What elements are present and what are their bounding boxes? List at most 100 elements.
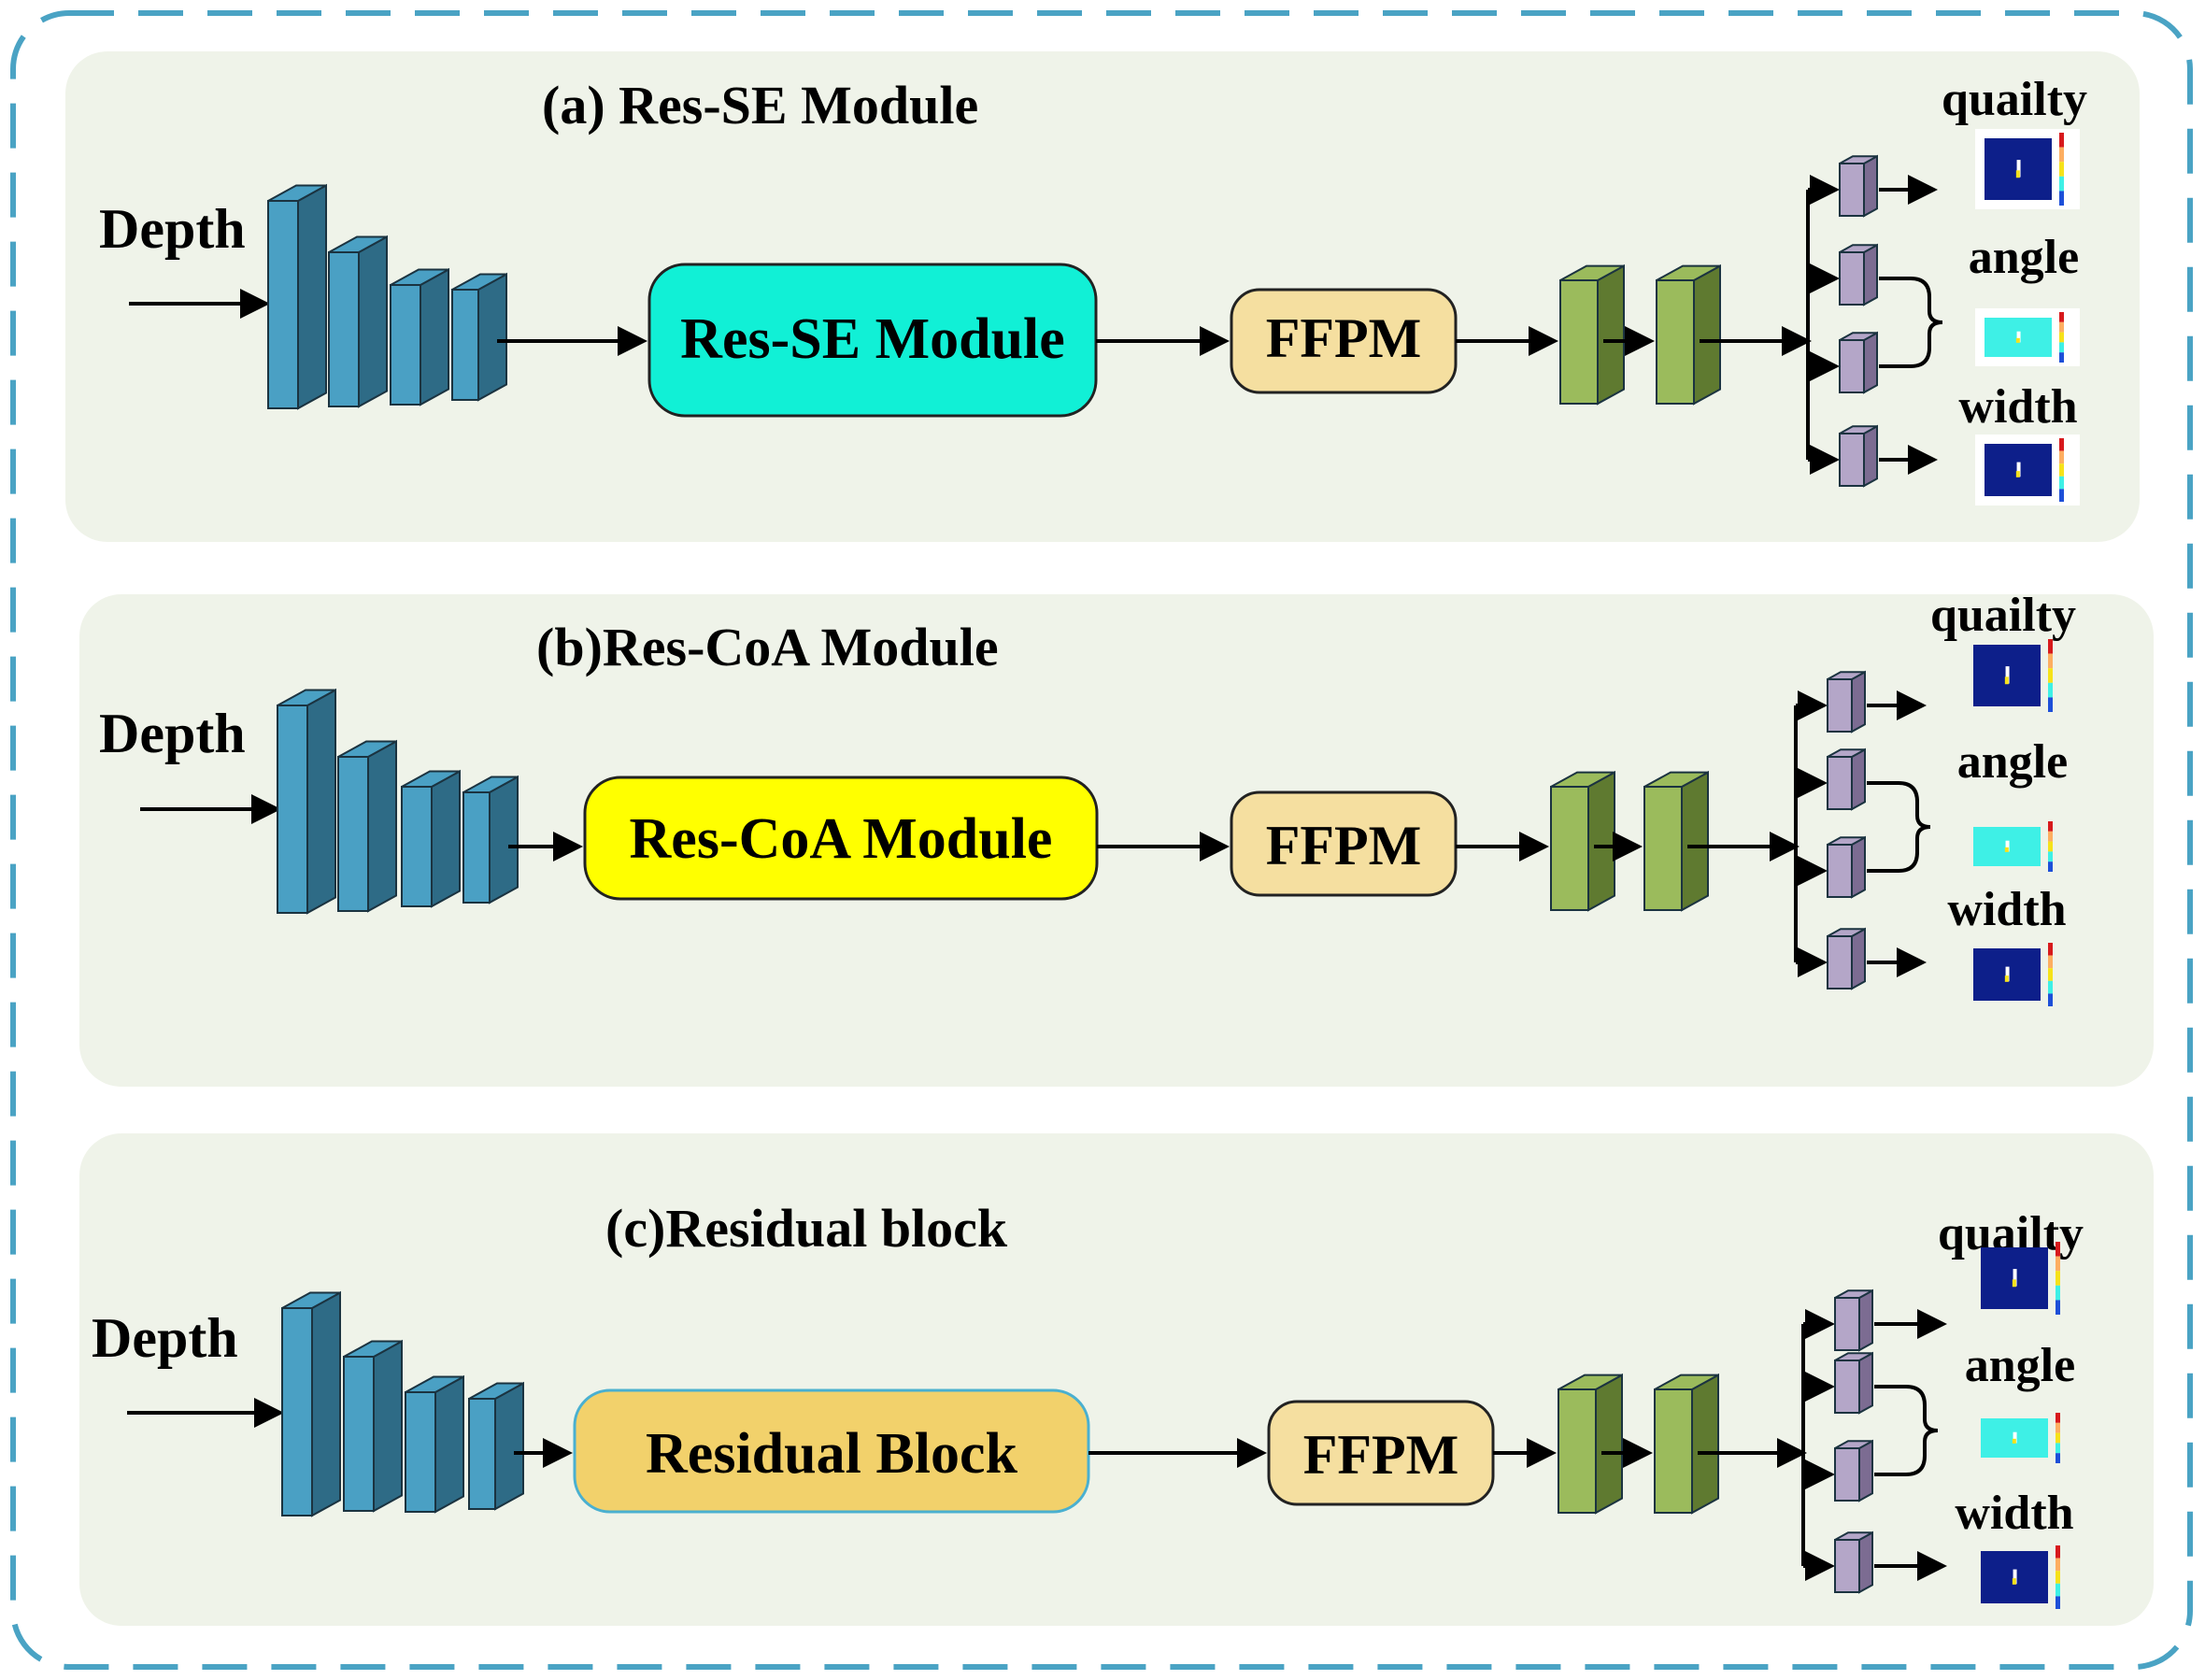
output-map-quality-spot [2016,160,2021,178]
encoder-block-2 [328,235,388,408]
encoder-block-1 [267,183,327,410]
encoder-block-3-side [420,267,449,406]
encoder-block-3-top [405,1375,464,1393]
output-map-angle-colorbar-seg [2056,1432,2060,1444]
head-block-1 [1827,670,1866,733]
output-map-angle-colorbar-seg [2059,332,2064,343]
output-map-angle [1981,1413,2060,1463]
encoder-block-2-top [343,1340,403,1358]
output-map-angle-colorbar-seg [2059,342,2064,353]
encoder-block-4-top [462,776,519,793]
encoder-block-4 [462,775,519,904]
decoder-block-1-side [1595,1373,1623,1515]
output-map-quality-spot-core [2012,1279,2016,1288]
output-label-width: width [1958,380,2077,434]
output-label-angle: angle [1965,1339,2075,1392]
head-block-3-side [1858,1439,1873,1502]
output-map-width-colorbar-seg [2056,1583,2060,1597]
encoder-block-2 [337,739,397,913]
output-map-width-colorbar-seg [2048,980,2053,994]
encoder-block-1-front [281,1307,313,1516]
head-block-1-top [1839,155,1878,164]
output-map-width-colorbar-seg [2056,1545,2060,1559]
output-map-quality-colorbar-seg [2059,162,2064,177]
head-block-4-top [1834,1531,1873,1541]
output-map-width-spot [2016,462,2021,477]
head-block-3 [1827,835,1866,899]
decoder-block-2 [1654,1373,1719,1515]
output-map-width [1975,434,2080,505]
output-map-angle-colorbar-seg [2048,831,2053,842]
module-box [583,776,1099,901]
head-block-3-side [1863,331,1878,394]
head-block-1 [1834,1288,1873,1352]
angle-brace [1874,1385,1939,1476]
head-block-3-top [1827,836,1866,846]
output-label-quality: quailty [1930,589,2076,642]
decoder-block-1-front [1559,279,1599,405]
output-map-width-colorbar-seg [2056,1558,2060,1572]
decoder-block-2 [1643,770,1709,912]
output-label-quality: quailty [1942,73,2087,126]
output-map-angle-colorbar-seg [2059,321,2064,333]
output-map-quality-spot [2013,1269,2017,1287]
decoder-block-1-top [1558,1374,1623,1390]
head-block-1-front [1839,163,1865,217]
encoder-block-3-top [390,268,449,286]
head-block-2 [1834,1351,1873,1415]
output-map-width-colorbar-seg [2059,476,2064,490]
output-map-quality [1981,1242,2060,1315]
head-block-2-front [1839,251,1865,306]
panel-title: (c)Residual block [605,1198,1008,1259]
encoder-block-3-front [390,284,421,406]
output-map-quality-colorbar-seg [2048,653,2053,669]
output-map-angle-spot [2016,331,2021,343]
encoder-block-1-top [281,1291,341,1309]
decoder-block-1-top [1559,264,1625,281]
head-block-3-top [1834,1440,1873,1449]
encoder-block-1-top [267,184,327,202]
head-block-2-top [1827,748,1866,758]
head-block-4 [1827,927,1866,990]
output-map-angle-spot [2013,1431,2017,1444]
head-block-3-top [1839,332,1878,341]
output-map-width-spot-core [2015,471,2020,477]
output-map-quality-colorbar-seg [2048,697,2053,712]
encoder-block-3 [401,769,461,908]
decoder-block-2-side [1693,263,1721,406]
encoder-block-4-front [468,1398,496,1510]
head-block-3-side [1851,835,1866,899]
output-map-width-colorbar-seg [2048,955,2053,969]
encoder-block-1-side [311,1290,341,1517]
output-map-width [1973,943,2053,1006]
output-map-angle-spot [2005,840,2010,852]
output-map-quality-spot-core [2004,676,2009,685]
output-map-quality-colorbar-seg [2056,1242,2060,1257]
encoder-block-4-side [494,1381,524,1511]
head-block-2-top [1834,1352,1873,1361]
ffpm-label: FFPM [1266,815,1422,876]
module-label: Res-SE Module [680,307,1065,371]
head-block-4-front [1839,433,1865,487]
output-map-width-colorbar-seg [2048,968,2053,981]
decoder-block-1-front [1550,786,1589,911]
head-block-4-side [1858,1531,1873,1594]
output-map-angle-colorbar-seg [2056,1453,2060,1463]
head-block-2-side [1863,243,1878,306]
output-map-angle-colorbar-seg [2048,851,2053,862]
head-block-4-top [1827,928,1866,937]
encoder-block-4-top [451,273,507,291]
ffpm-label: FFPM [1266,307,1422,369]
output-map-angle [1975,308,2080,366]
output-map-width-spot [2005,966,2010,982]
output-map-width-colorbar-seg [2048,943,2053,956]
output-map-width-spot-core [2004,975,2009,982]
panel-background [65,51,2140,542]
output-map-quality-colorbar-seg [2056,1300,2060,1315]
output-map-angle-colorbar-seg [2056,1443,2060,1454]
ffpm-label: FFPM [1303,1424,1459,1486]
input-label: Depth [99,198,246,260]
encoder-block-2-front [328,251,360,407]
